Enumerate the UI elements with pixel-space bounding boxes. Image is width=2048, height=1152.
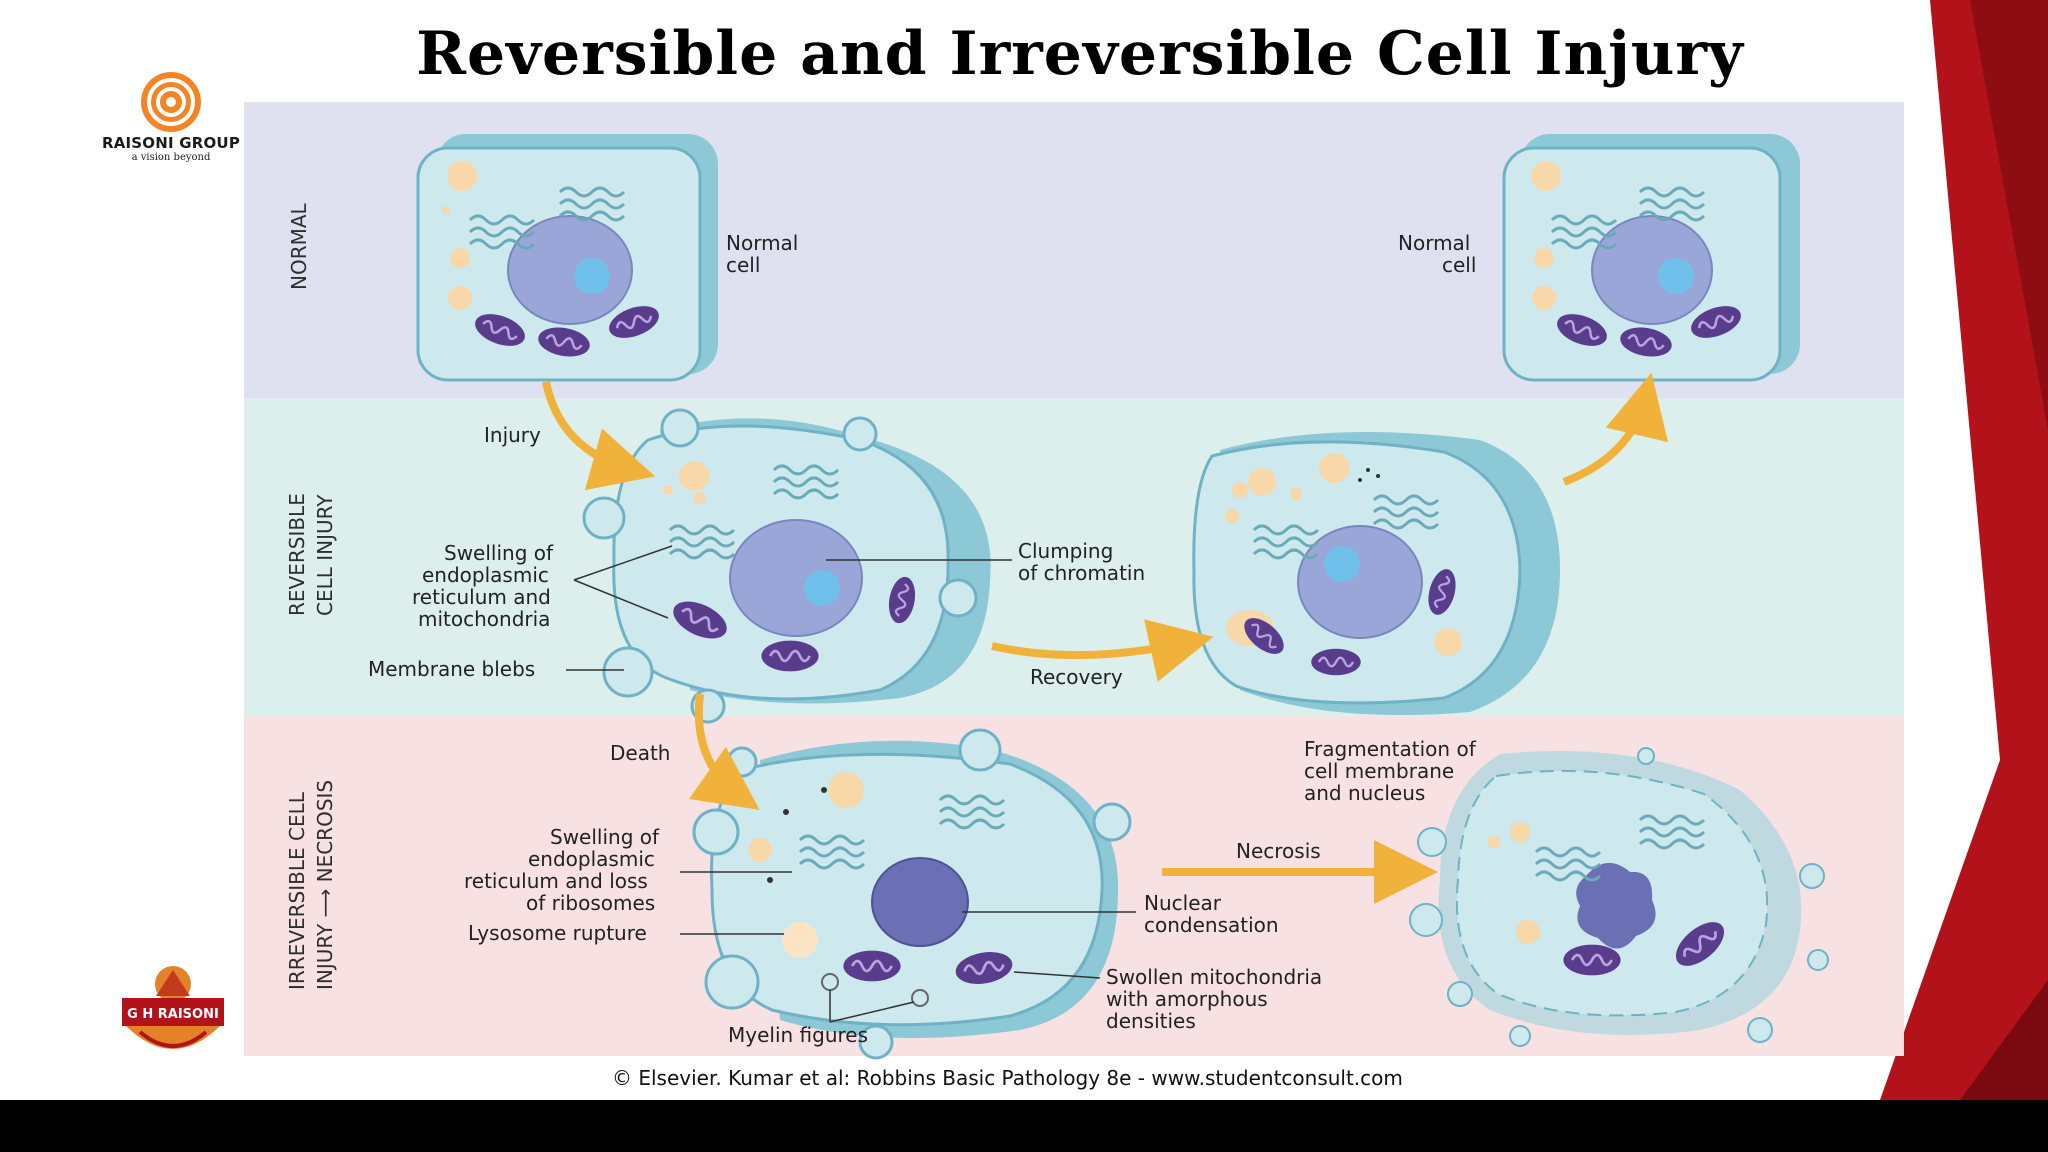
label-swelling-irr-4: of ribosomes bbox=[526, 891, 655, 915]
label-injury: Injury bbox=[484, 423, 541, 447]
section-label-normal: NORMAL bbox=[287, 202, 311, 290]
logo-university-name: G H RAISONI bbox=[127, 1007, 219, 1022]
section-label-reversible-2: CELL INJURY bbox=[313, 494, 337, 616]
label-swollen-mito-1: Swollen mitochondria bbox=[1106, 965, 1322, 989]
cell-injury-diagram: NORMAL REVERSIBLE CELL INJURY IRREVERSIB… bbox=[244, 102, 1904, 1060]
label-normal-cell-right-2: cell bbox=[1442, 253, 1476, 277]
label-swollen-mito-3: densities bbox=[1106, 1009, 1196, 1033]
section-label-reversible-1: REVERSIBLE bbox=[285, 493, 309, 616]
band-reversible bbox=[244, 398, 1904, 716]
section-label-irreversible-2: INJURY ⟶ NECROSIS bbox=[313, 780, 337, 990]
label-myelin-figures: Myelin figures bbox=[728, 1023, 868, 1047]
logo-tagline: a vision beyond bbox=[131, 152, 211, 163]
normal-cell-left bbox=[416, 134, 718, 382]
bottom-black-bar bbox=[0, 1100, 2048, 1152]
label-recovery: Recovery bbox=[1030, 665, 1123, 689]
label-clumping-1: Clumping bbox=[1018, 539, 1113, 563]
fragmented-cell bbox=[1409, 747, 1829, 1047]
label-lysosome-rupture: Lysosome rupture bbox=[468, 921, 647, 945]
label-swelling-rev-4: mitochondria bbox=[418, 607, 550, 631]
sun-emblem-icon bbox=[155, 966, 191, 1002]
label-clumping-2: of chromatin bbox=[1018, 561, 1145, 585]
label-swelling-irr-3: reticulum and loss bbox=[464, 869, 648, 893]
label-normal-cell-left-1: Normal bbox=[726, 231, 798, 255]
slide-title: Reversible and Irreversible Cell Injury bbox=[416, 19, 1744, 89]
label-swelling-irr-2: endoplasmic bbox=[528, 847, 655, 871]
label-normal-cell-right-1: Normal bbox=[1398, 231, 1470, 255]
label-fragmentation-1: Fragmentation of bbox=[1304, 737, 1477, 761]
raisoni-group-logo: RAISONI GROUP a vision beyond bbox=[96, 68, 246, 168]
label-necrosis: Necrosis bbox=[1236, 839, 1321, 863]
figure-credit: © Elsevier. Kumar et al: Robbins Basic P… bbox=[612, 1066, 1403, 1090]
gh-raisoni-university-logo: G H RAISONI bbox=[122, 966, 224, 1049]
label-swelling-irr-1: Swelling of bbox=[550, 825, 660, 849]
normal-cell-right bbox=[1502, 134, 1800, 382]
recovering-cell bbox=[1192, 432, 1560, 716]
necrotic-cell bbox=[692, 728, 1132, 1060]
arrow-death bbox=[688, 693, 760, 810]
label-swollen-mito-2: with amorphous bbox=[1106, 987, 1268, 1011]
label-fragmentation-2: cell membrane bbox=[1304, 759, 1454, 783]
spiral-logo-icon bbox=[141, 72, 201, 132]
label-normal-cell-left-2: cell bbox=[726, 253, 760, 277]
reversible-injured-cell bbox=[582, 408, 991, 724]
arrow-injury bbox=[542, 381, 656, 491]
label-death: Death bbox=[610, 741, 670, 765]
label-swelling-rev-2: endoplasmic bbox=[422, 563, 549, 587]
arrow-return-normal bbox=[1562, 372, 1669, 486]
logo-group-name: RAISONI GROUP bbox=[101, 134, 241, 152]
label-swelling-rev-1: Swelling of bbox=[444, 541, 554, 565]
arrow-recovery bbox=[991, 619, 1214, 682]
label-nuclear-2: condensation bbox=[1144, 913, 1279, 937]
label-fragmentation-3: and nucleus bbox=[1304, 781, 1425, 805]
label-membrane-blebs: Membrane blebs bbox=[368, 657, 535, 681]
label-nuclear-1: Nuclear bbox=[1144, 891, 1222, 915]
label-swelling-rev-3: reticulum and bbox=[412, 585, 551, 609]
section-label-irreversible-1: IRREVERSIBLE CELL bbox=[285, 791, 309, 990]
